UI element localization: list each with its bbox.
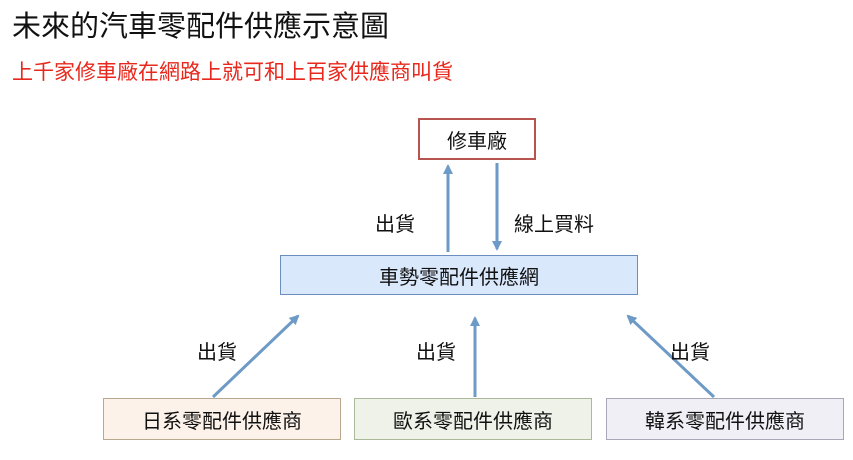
node-europe-supplier: 歐系零配件供應商 (354, 398, 592, 440)
node-japan-supplier: 日系零配件供應商 (103, 398, 341, 440)
edge-label-europe-to-hub: 出貨 (416, 340, 456, 364)
node-korea-supplier: 韓系零配件供應商 (606, 398, 844, 440)
edge-label-shop-to-hub: 線上買料 (514, 212, 594, 236)
edge-label-hub-to-shop: 出貨 (375, 212, 415, 236)
node-repair-shop: 修車廠 (418, 118, 536, 160)
diagram-subtitle: 上千家修車廠在網路上就可和上百家供應商叫貨 (12, 60, 453, 84)
edge-label-japan-to-hub: 出貨 (197, 340, 237, 364)
diagram-title: 未來的汽車零配件供應示意圖 (12, 9, 390, 43)
edge-label-korea-to-hub: 出貨 (670, 340, 710, 364)
arrow-japan-to-hub (211, 314, 300, 399)
arrow-korea-to-hub (626, 314, 716, 399)
node-supply-network: 車勢零配件供應網 (280, 255, 638, 295)
